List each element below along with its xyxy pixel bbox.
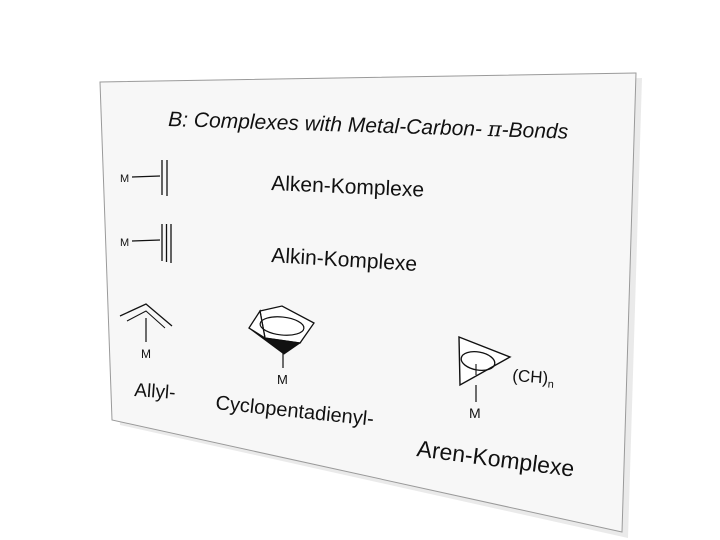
arene-metal-label: M — [469, 405, 481, 421]
arene-ring-triangle — [458, 335, 512, 387]
allyl-structure: M — [119, 303, 173, 361]
alkene-metal-label: M — [120, 173, 129, 185]
allyl-outer-chain — [119, 303, 173, 327]
allyl-metal-label: M — [141, 347, 151, 361]
slide-panel — [99, 72, 637, 533]
alkene-structure: M — [120, 160, 168, 196]
cp-ring-left-face — [248, 309, 266, 340]
cp-aromatic-circle — [259, 316, 305, 336]
cyclopentadienyl-structure: M — [248, 305, 315, 387]
arene-structure: M (CH)n — [458, 335, 555, 421]
alkene-metal-bond — [131, 175, 161, 178]
title-suffix: -Bonds — [501, 118, 569, 143]
cp-metal-label: M — [277, 372, 288, 387]
title-pi-symbol: π — [486, 117, 503, 141]
arene-substituent-base: (CH) — [512, 366, 549, 387]
alkyne-metal-label: M — [120, 237, 129, 249]
allyl-inner-chain — [126, 310, 166, 329]
arene-substituent-subscript: n — [547, 379, 554, 391]
alkyne-structure: M — [120, 224, 172, 263]
alkyne-metal-bond — [131, 239, 161, 242]
arene-substituent: (CH)n — [512, 366, 555, 391]
allyl-label: Allyl- — [134, 380, 177, 404]
